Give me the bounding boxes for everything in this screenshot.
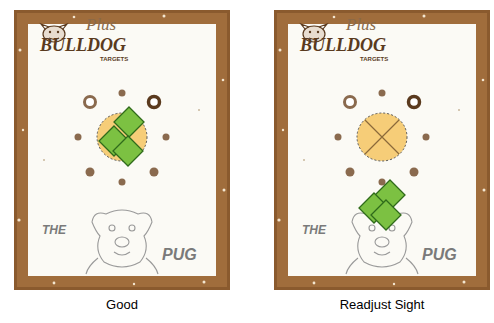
logo-brand: BULLDOG (300, 36, 386, 56)
logo-brand: BULLDOG (40, 36, 126, 56)
caption: Readjust Sight (340, 298, 425, 312)
logo-subtitle: TARGETS (100, 56, 128, 63)
caption: Good (106, 298, 138, 312)
logo-plus: Plus (86, 16, 116, 35)
target-name: PUG (162, 246, 197, 264)
target-name: THE (302, 224, 326, 237)
logo-plus: Plus (346, 16, 376, 35)
target-name: PUG (422, 246, 457, 264)
target-name: THE (42, 224, 66, 237)
logo-subtitle: TARGETS (360, 56, 388, 63)
